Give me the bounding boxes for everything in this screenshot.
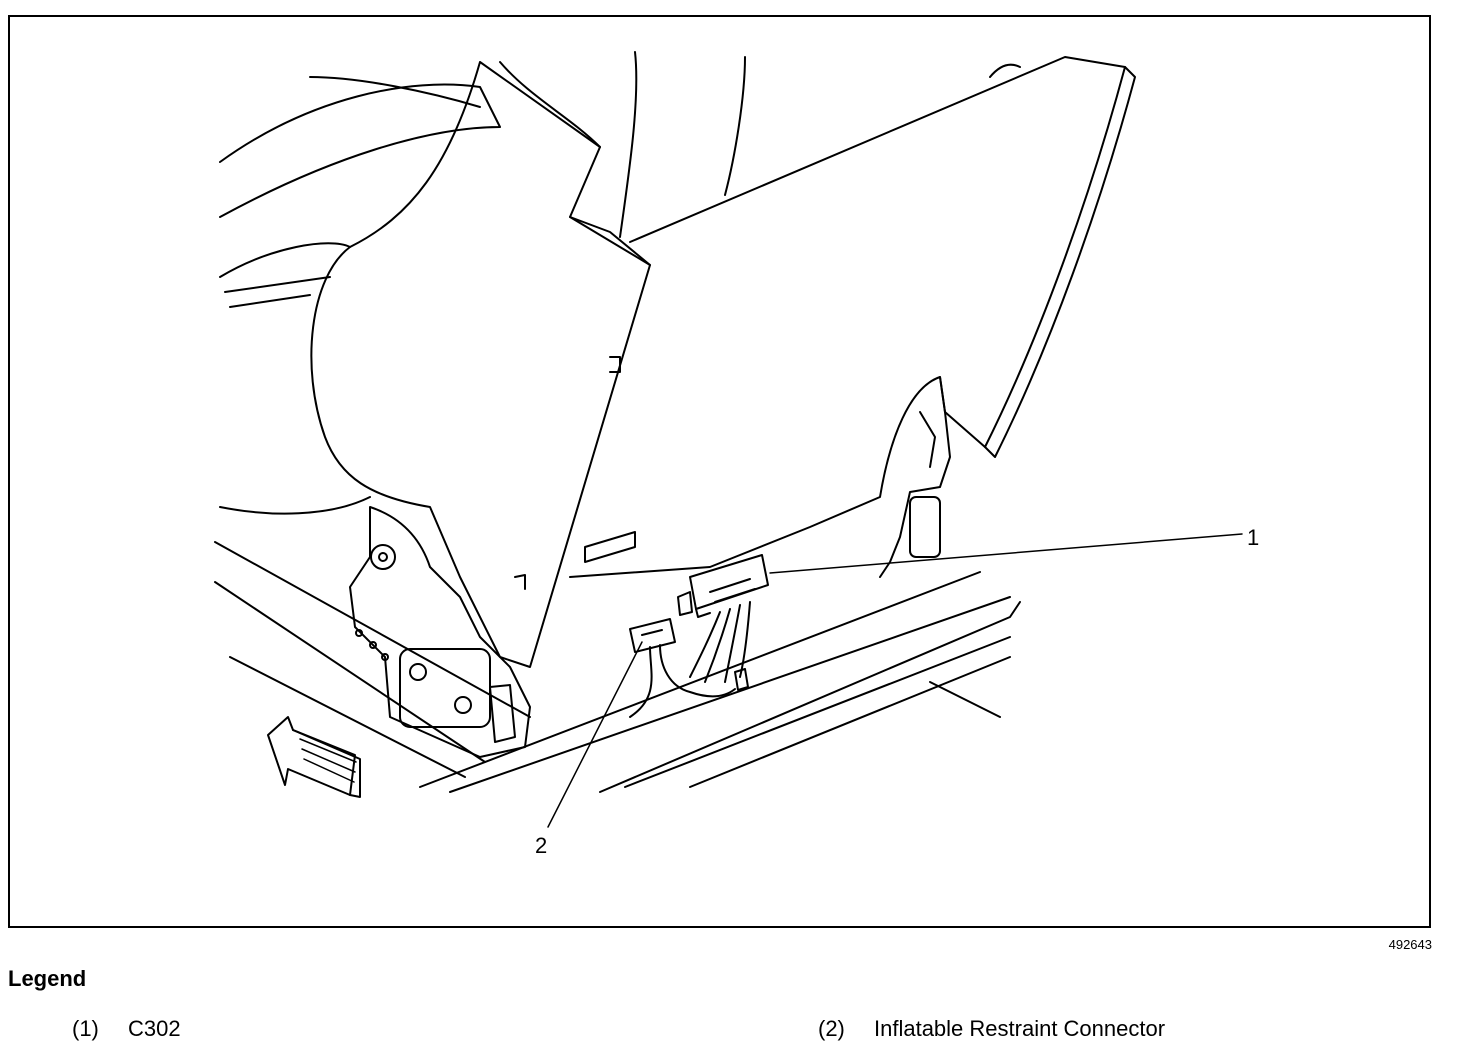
seat-cushion <box>219 61 601 308</box>
c302-connector <box>677 554 769 683</box>
legend-item-number: (2) <box>818 1016 845 1041</box>
seat-illustration: 1 2 <box>214 51 1259 858</box>
seat-back-left <box>219 61 651 668</box>
figure-id: 492643 <box>1388 937 1432 952</box>
leader-line-1 <box>769 533 1243 574</box>
seat-back-panel <box>569 51 1136 578</box>
leader-lines <box>547 533 1243 828</box>
diagram-frame: 1 2 <box>8 15 1431 928</box>
right-hinge <box>879 376 951 578</box>
front-direction-arrow <box>267 716 361 798</box>
legend-item-number: (1) <box>72 1016 99 1041</box>
callout-1: 1 <box>1247 525 1259 550</box>
legend-item-text: C302 <box>128 1016 181 1041</box>
legend-item-inflatable-restraint-connector: (2) Inflatable Restraint Connector <box>818 1016 1165 1042</box>
leader-line-2 <box>547 641 643 828</box>
legend-item-text: Inflatable Restraint Connector <box>874 1016 1166 1041</box>
legend-title: Legend <box>8 966 87 991</box>
left-recliner-hinge <box>349 506 531 758</box>
seat-track <box>214 356 1021 793</box>
inflatable-restraint-connector <box>629 618 749 718</box>
legend-item-c302: (1) C302 <box>72 1016 181 1042</box>
callout-2: 2 <box>535 833 547 858</box>
